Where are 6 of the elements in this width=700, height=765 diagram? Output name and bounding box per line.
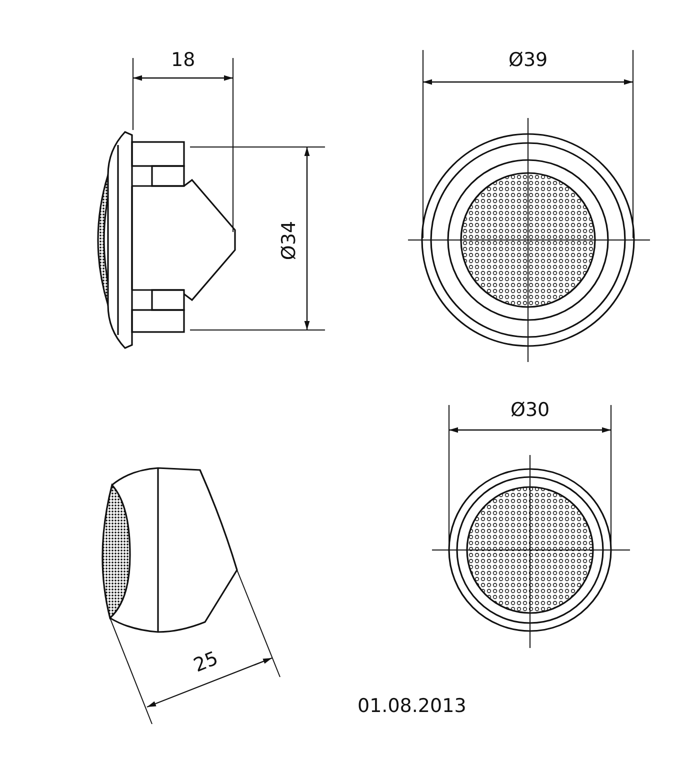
dimension-label: Ø34 <box>280 220 299 260</box>
dimension-label: Ø30 <box>510 400 550 420</box>
dimension-label: Ø39 <box>508 50 548 70</box>
dimension-label: 18 <box>171 50 196 70</box>
date-label: 01.08.2013 <box>358 696 466 716</box>
dimension-label: 25 <box>191 648 221 676</box>
